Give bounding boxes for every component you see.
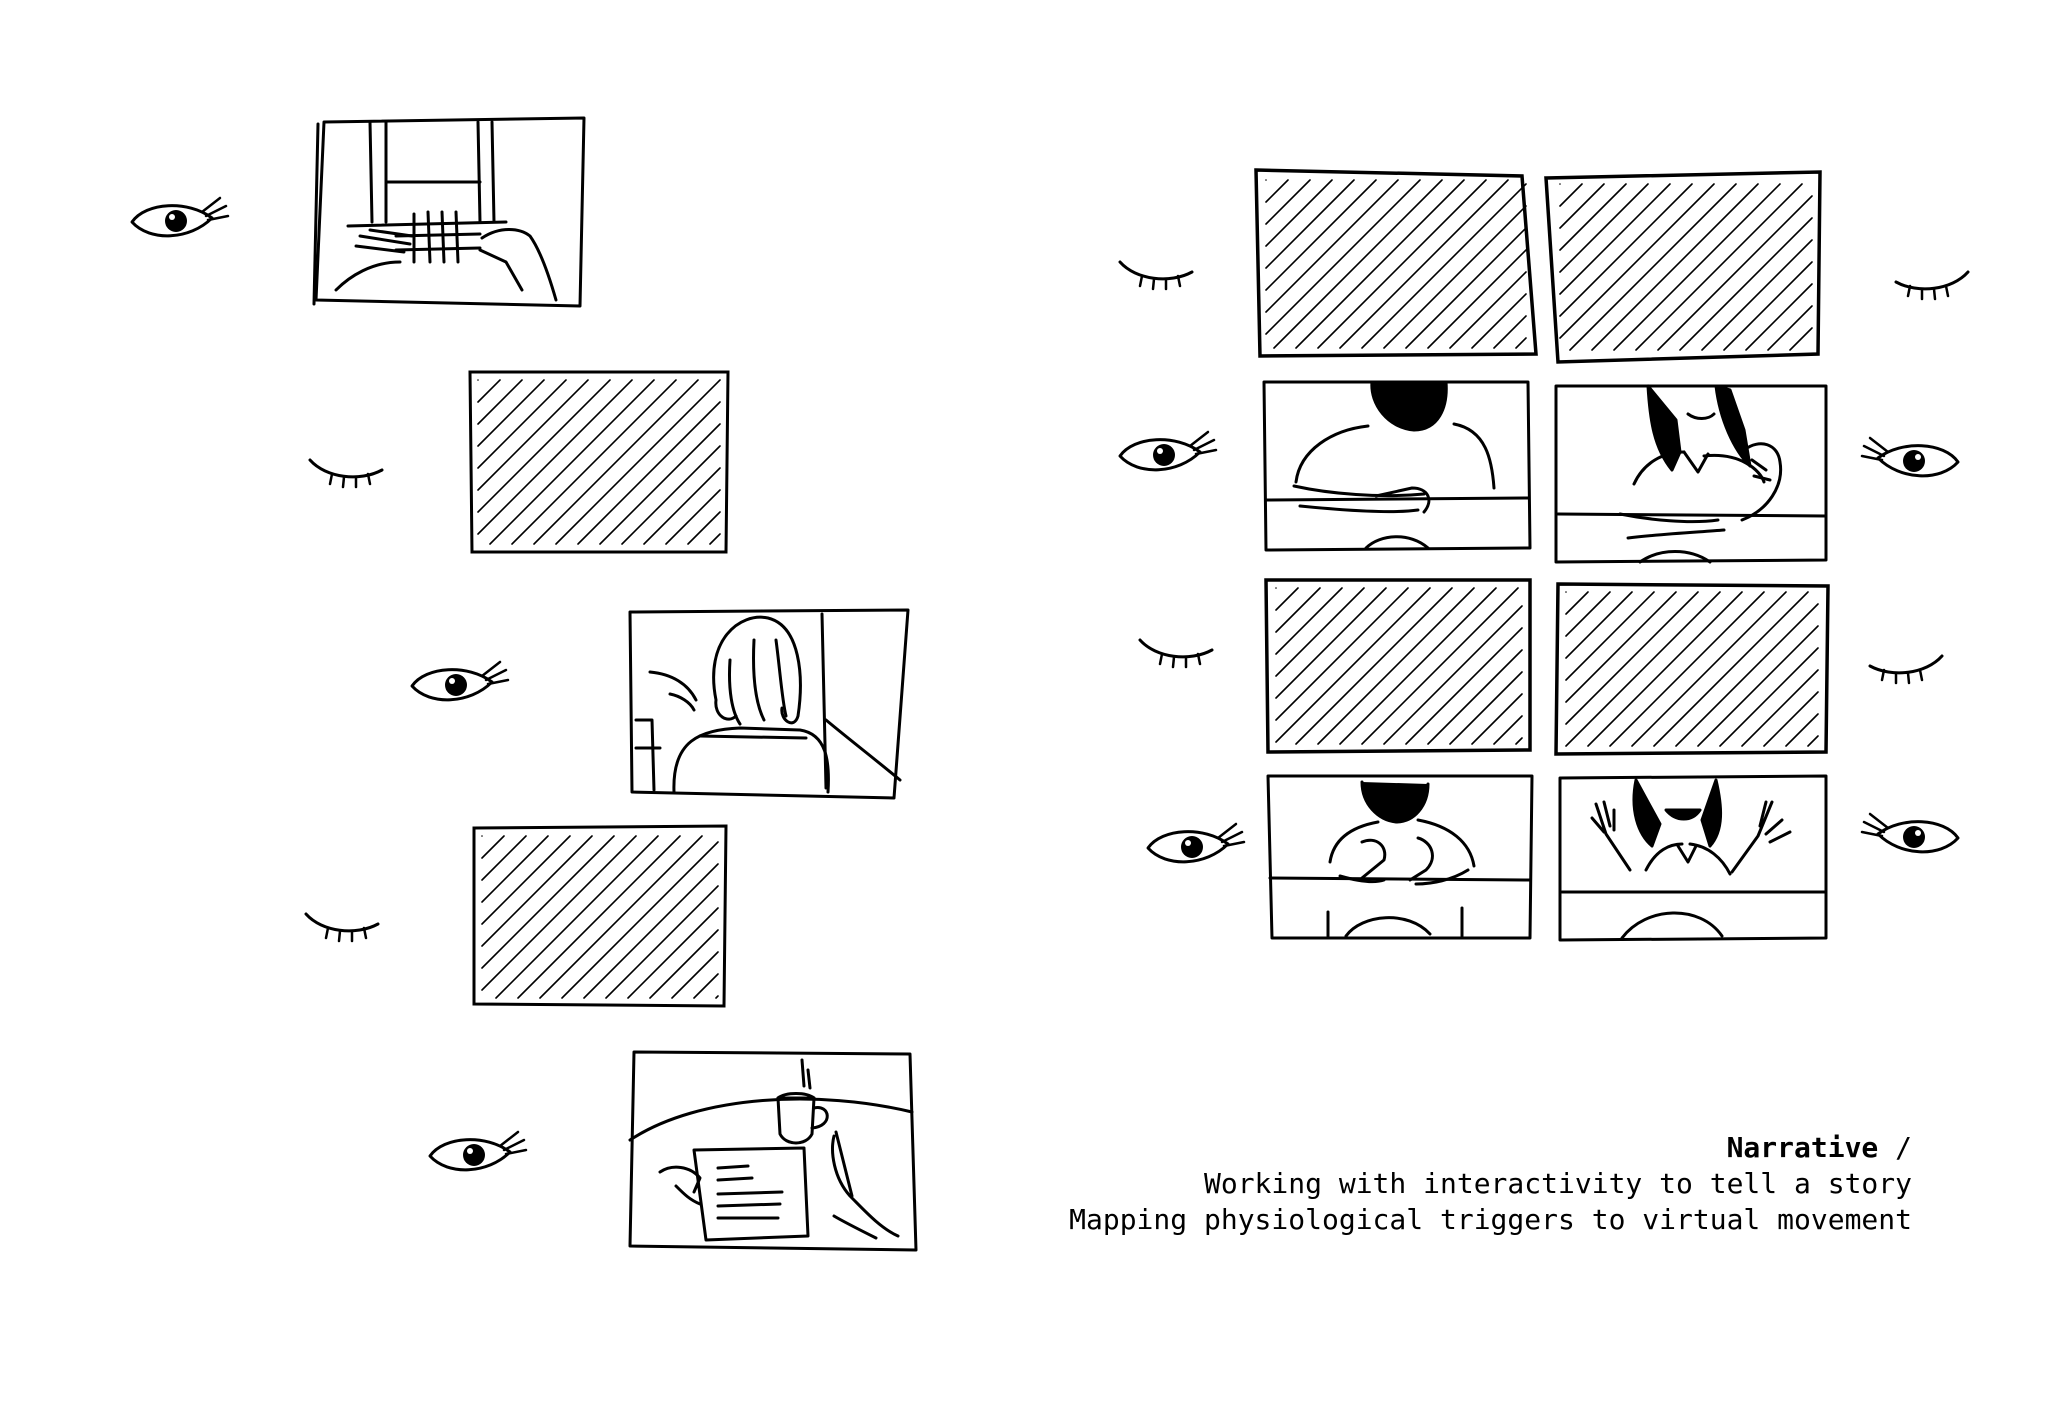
frame-hatched-right-3a (1264, 578, 1532, 754)
frame-woman-raised-hands (1558, 774, 1828, 942)
left-eye-2-closed-icon (308, 458, 384, 489)
left-eye-4-closed-icon (304, 912, 380, 943)
right-row2-eye-right-open-icon (1860, 436, 1960, 478)
hatch-strokes (1565, 591, 1819, 747)
right-row1-eye-left-closed-icon (1118, 260, 1194, 291)
caption-line-2: Mapping physiological triggers to virtua… (1069, 1203, 1912, 1236)
frame-bearded-man-arms-crossed (1262, 380, 1532, 552)
hatch-strokes (477, 379, 721, 545)
frame-hatched-right-1b (1544, 170, 1822, 364)
hatch-strokes (481, 835, 719, 999)
right-row2-eye-left-open-icon (1118, 430, 1218, 472)
left-eye-3-open-icon (410, 660, 510, 702)
caption-separator: / (1878, 1131, 1912, 1164)
hatch-strokes (1559, 183, 1813, 351)
right-row3-eye-right-closed-icon (1868, 654, 1944, 685)
frame-woman-hand-on-shoulder (1554, 384, 1828, 564)
frame-hatched-right-3b (1554, 582, 1830, 756)
hatch-strokes (1265, 179, 1527, 349)
frame-person-from-behind (628, 608, 910, 800)
frame-laptop-typing (312, 116, 586, 308)
left-eye-1-open-icon (130, 196, 230, 238)
frame-bearded-man-hands-on-chest (1266, 774, 1534, 940)
frame-hatched-right-1a (1254, 168, 1538, 358)
left-eye-5-open-icon (428, 1130, 528, 1172)
caption-title: Narrative (1726, 1131, 1879, 1164)
right-row4-eye-right-open-icon (1860, 812, 1960, 854)
caption-line-1: Working with interactivity to tell a sto… (1203, 1167, 1912, 1200)
caption-block: Narrative / Working with interactivity t… (1069, 1130, 1912, 1238)
hatching-layer (477, 179, 1819, 999)
right-row4-eye-left-open-icon (1146, 822, 1246, 864)
right-row1-eye-right-closed-icon (1894, 270, 1970, 301)
frame-hatched-left-4 (472, 824, 728, 1008)
hatch-strokes (1275, 587, 1523, 745)
frame-coffee-and-document (628, 1050, 918, 1252)
right-row3-eye-left-closed-icon (1138, 638, 1214, 669)
frame-hatched-left-2 (468, 370, 730, 554)
